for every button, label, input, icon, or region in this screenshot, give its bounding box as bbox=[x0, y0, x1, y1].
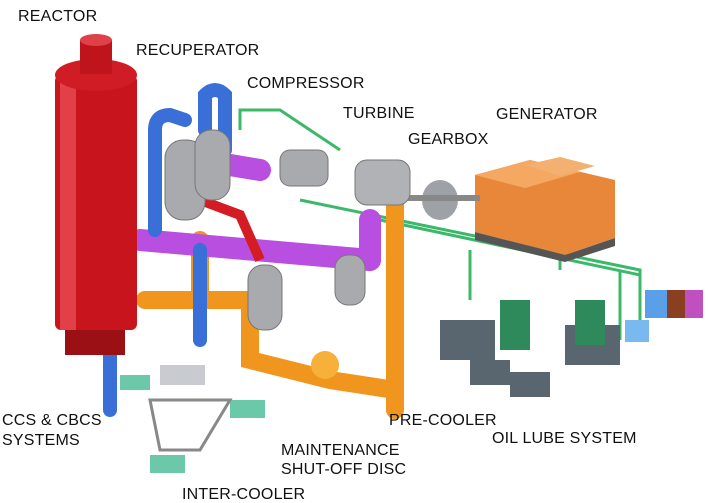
label-oil-lube-system: OIL LUBE SYSTEM bbox=[492, 430, 637, 447]
inter-cooler-vessel bbox=[247, 264, 283, 331]
label-gearbox: GEARBOX bbox=[408, 131, 489, 148]
label-turbine: TURBINE bbox=[343, 105, 415, 122]
label-generator: GENERATOR bbox=[496, 106, 598, 123]
label-pre-cooler: PRE-COOLER bbox=[389, 412, 497, 429]
pre-cooler-vessel bbox=[334, 254, 366, 306]
label-ccs-line1: CCS & CBCS bbox=[2, 412, 102, 429]
ccs-cbcs-equipment bbox=[120, 365, 265, 473]
reactor-vessel bbox=[55, 34, 137, 355]
label-reactor: REACTOR bbox=[18, 8, 98, 25]
recuperator-vessels bbox=[164, 129, 231, 221]
compressor-body bbox=[279, 149, 329, 187]
maintenance-shut-off-disc bbox=[311, 351, 339, 379]
generator-block bbox=[475, 157, 615, 262]
label-recuperator: RECUPERATOR bbox=[136, 42, 260, 59]
oil-lube-equipment bbox=[440, 300, 620, 397]
label-inter-cooler: INTER-COOLER bbox=[182, 486, 306, 503]
label-maintenance-line2: SHUT-OFF DISC bbox=[281, 461, 407, 478]
electrical-cabinets bbox=[625, 290, 703, 342]
red-piping bbox=[198, 195, 265, 263]
label-maintenance-line1: MAINTENANCE bbox=[281, 442, 400, 459]
label-ccs-line2: SYSTEMS bbox=[2, 432, 80, 449]
turbine-body bbox=[354, 159, 411, 206]
label-compressor: COMPRESSOR bbox=[247, 75, 365, 92]
